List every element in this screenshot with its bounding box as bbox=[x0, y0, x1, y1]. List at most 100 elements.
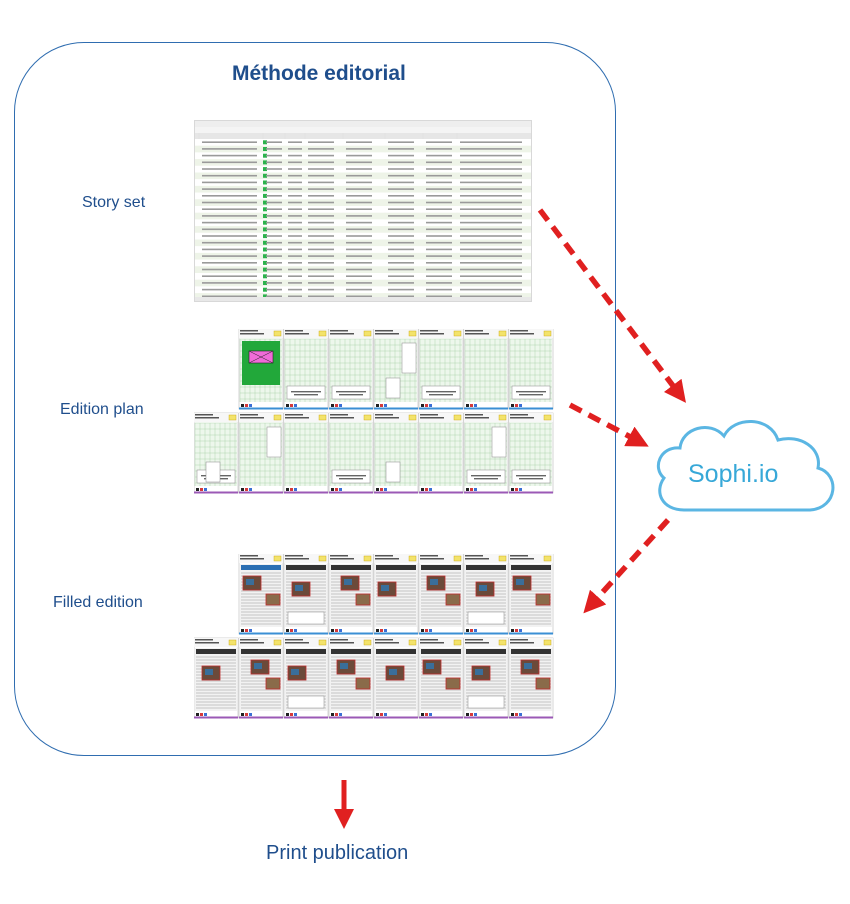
ad-text bbox=[519, 478, 543, 480]
sheet-text-cell bbox=[202, 174, 257, 177]
colour-mark bbox=[519, 629, 522, 632]
page-header-text bbox=[375, 558, 399, 560]
page-header-tag bbox=[408, 555, 417, 562]
sheet-text-cell bbox=[266, 248, 282, 251]
page-header-text bbox=[330, 333, 354, 335]
sheet-text-cell bbox=[346, 148, 372, 150]
diagram-title: Méthode editorial bbox=[232, 62, 406, 85]
section-band bbox=[239, 716, 283, 719]
colour-mark bbox=[470, 404, 473, 407]
section-band bbox=[509, 716, 553, 719]
sheet-text-cell bbox=[388, 235, 414, 237]
page-grid-area bbox=[420, 423, 462, 486]
section-band bbox=[374, 491, 418, 494]
sheet-text-cell bbox=[388, 208, 414, 210]
page-header-text bbox=[330, 639, 348, 641]
page-header-tag bbox=[408, 330, 417, 337]
sheet-text-cell bbox=[288, 282, 302, 284]
page-header-text bbox=[195, 417, 219, 419]
sheet-text-cell bbox=[288, 248, 302, 251]
page-thumbnail bbox=[463, 412, 509, 494]
page-thumbnail bbox=[508, 637, 554, 719]
page-header-tag bbox=[543, 555, 552, 562]
sheet-status-cell bbox=[263, 267, 267, 272]
sheet-text-cell bbox=[460, 228, 522, 231]
colour-mark bbox=[421, 404, 424, 407]
photo-detail bbox=[430, 579, 438, 585]
sheet-status-cell bbox=[263, 140, 267, 145]
sheet-text-cell bbox=[202, 295, 257, 298]
sheet-text-cell bbox=[202, 288, 257, 291]
colour-mark bbox=[204, 488, 207, 491]
sheet-text-cell bbox=[426, 228, 452, 231]
sheet-header-row bbox=[195, 133, 531, 139]
sheet-status-cell bbox=[263, 214, 267, 218]
stage-label-story-set: Story set bbox=[82, 194, 146, 211]
page-header-text bbox=[330, 558, 354, 560]
sheet-text-cell bbox=[266, 275, 282, 277]
colour-mark bbox=[384, 629, 387, 632]
sheet-text-cell bbox=[288, 181, 302, 184]
colour-mark bbox=[335, 488, 338, 491]
colour-mark bbox=[241, 629, 244, 632]
sheet-text-cell bbox=[308, 148, 334, 150]
page-header-tag bbox=[408, 414, 417, 421]
colour-mark bbox=[286, 629, 289, 632]
section-band bbox=[374, 632, 418, 635]
photo bbox=[355, 593, 371, 606]
sheet-status-cell bbox=[263, 173, 267, 178]
page-thumbnail bbox=[373, 412, 419, 494]
sheet-text-cell bbox=[388, 248, 414, 251]
page-thumbnail bbox=[463, 329, 509, 410]
page-thumbnail bbox=[283, 637, 329, 719]
page-thumbnail bbox=[283, 412, 329, 494]
stage-label-filled-edition: Filled edition bbox=[53, 594, 143, 611]
editorial-system-frame bbox=[14, 42, 616, 756]
sheet-text-cell bbox=[308, 188, 334, 190]
section-band bbox=[239, 491, 283, 494]
colour-mark bbox=[331, 404, 334, 407]
page-header-text bbox=[465, 417, 489, 419]
photo-detail bbox=[295, 585, 303, 591]
ad-placeholder bbox=[467, 695, 505, 709]
sheet-text-cell bbox=[202, 195, 257, 197]
colour-mark bbox=[245, 404, 248, 407]
sheet-text-cell bbox=[426, 215, 452, 217]
page-header-text bbox=[375, 642, 399, 644]
output-label: Print publication bbox=[266, 842, 409, 864]
sheet-status-cell bbox=[263, 220, 267, 225]
sheet-text-cell bbox=[288, 174, 302, 177]
page-header-text bbox=[330, 555, 348, 557]
photo-detail bbox=[205, 669, 213, 675]
sheet-text-cell bbox=[346, 168, 372, 170]
ad-placeholder bbox=[331, 385, 371, 400]
page-thumbnail bbox=[194, 412, 239, 494]
sheet-text-cell bbox=[308, 275, 334, 277]
sheet-text-cell bbox=[308, 262, 334, 264]
page-header-tag bbox=[228, 639, 237, 646]
sheet-text-cell bbox=[426, 288, 452, 291]
sheet-text-cell bbox=[202, 235, 257, 237]
sheet-text-cell bbox=[266, 195, 282, 197]
page-header-text bbox=[285, 417, 309, 419]
story-set-spreadsheet bbox=[194, 120, 532, 302]
sheet-text-cell bbox=[308, 208, 334, 210]
page-header-text bbox=[420, 333, 444, 335]
sheet-text-cell bbox=[346, 195, 372, 197]
page-header-text bbox=[330, 414, 348, 416]
filled-edition-image bbox=[194, 554, 554, 719]
sheet-text-cell bbox=[460, 154, 522, 157]
sheet-text-cell bbox=[308, 241, 334, 244]
sheet-status-cell bbox=[263, 247, 267, 252]
page-thumbnail bbox=[328, 554, 374, 635]
colour-mark bbox=[376, 404, 379, 407]
sheet-text-cell bbox=[460, 235, 522, 237]
photo-detail bbox=[516, 579, 524, 585]
colour-mark bbox=[384, 488, 387, 491]
photo-detail bbox=[291, 669, 299, 675]
sheet-text-cell bbox=[288, 228, 302, 231]
photo-detail bbox=[340, 663, 348, 669]
colour-mark bbox=[425, 713, 428, 716]
section-band bbox=[329, 491, 373, 494]
sheet-text-cell bbox=[346, 181, 372, 184]
